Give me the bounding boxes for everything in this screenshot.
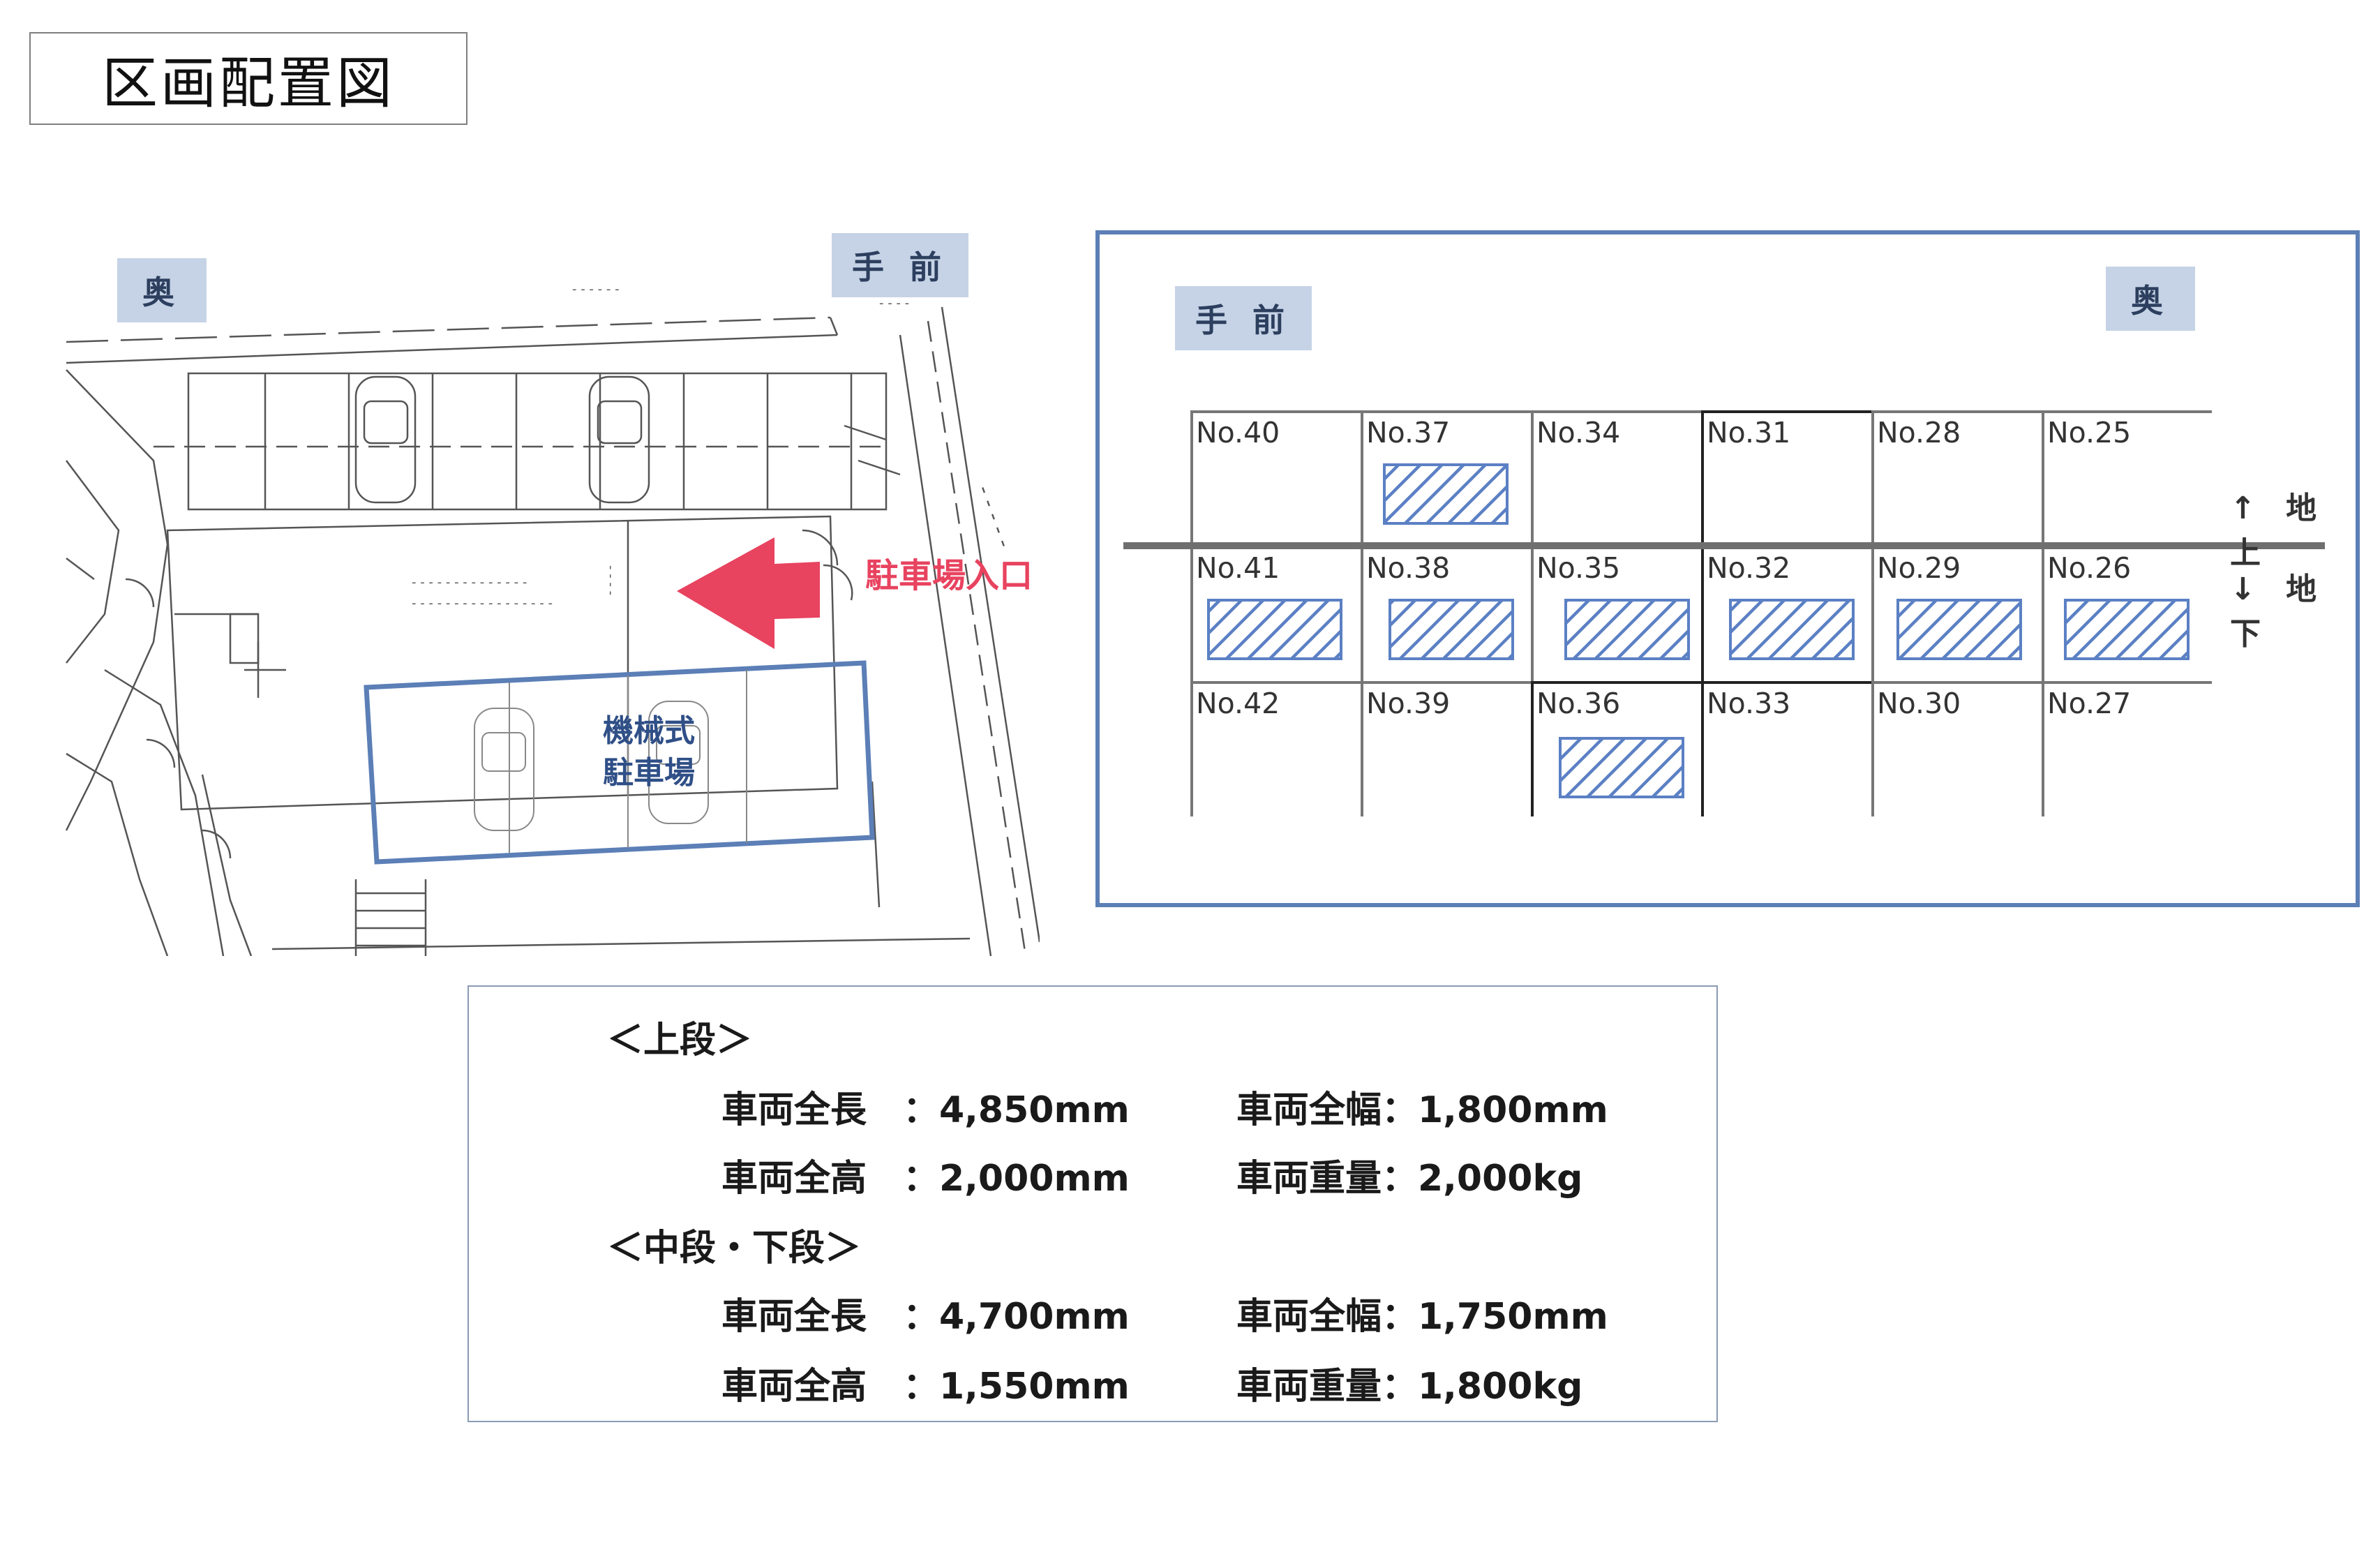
- space-grid-panel: [1095, 230, 2360, 907]
- space-label: No.33: [1707, 687, 1790, 720]
- svg-text:- - - -: - - - -: [604, 565, 618, 595]
- available-space-marker: [1729, 599, 1855, 660]
- space-cell-no40: [1190, 410, 1363, 549]
- space-label: No.31: [1707, 416, 1790, 449]
- space-label: No.28: [1877, 416, 1961, 449]
- svg-text:- - - -: - - - -: [879, 296, 909, 311]
- level-above-label: ↑ 地 上: [2230, 491, 2327, 571]
- spec-upper-height: 車両全高 ：2,000mm: [721, 1158, 1130, 1200]
- mechanical-parking-label-line1: 機械式: [603, 713, 695, 749]
- ground-level-line: [1123, 542, 2325, 549]
- available-space-marker: [1896, 599, 2022, 660]
- svg-text:- - - - - - - - - - - - - -: - - - - - - - - - - - - - -: [412, 575, 527, 590]
- space-cell-no30: [1871, 681, 2044, 816]
- available-space-marker: [1383, 463, 1509, 525]
- svg-text:- - - - - - - - - - - - - - -: - - - - - - - - - - - - - - - - -: [412, 596, 553, 611]
- entrance-label: 駐車場入口: [865, 556, 1033, 595]
- page-title: 区画配置図: [29, 32, 467, 125]
- space-cell-no39: [1361, 681, 1534, 816]
- space-cell-no28: [1871, 410, 2044, 549]
- tag-back-grid: 奥: [2106, 267, 2195, 331]
- floor-plan-sketch: - - - - - - - - - - - - - - - - - - - - …: [65, 282, 1040, 956]
- spec-lower-height: 車両全高 ：1,550mm: [721, 1366, 1130, 1408]
- space-label: No.29: [1877, 551, 1961, 585]
- space-cell-no33: [1701, 681, 1874, 816]
- vehicle-spec-box: [467, 985, 1718, 1422]
- space-label: No.36: [1536, 687, 1620, 720]
- space-label: No.40: [1196, 416, 1280, 449]
- level-below-label: ↓ 地 下: [2230, 572, 2327, 652]
- spec-lower-heading: ＜中段・下段＞: [607, 1228, 862, 1269]
- space-label: No.32: [1707, 551, 1790, 585]
- spec-lower-length: 車両全長 ：4,700mm: [721, 1296, 1130, 1338]
- space-label: No.26: [2047, 551, 2131, 585]
- space-cell-no34: [1531, 410, 1704, 549]
- space-cell-no25: [2042, 410, 2212, 549]
- space-label: No.39: [1366, 687, 1450, 720]
- spec-upper-weight: 車両重量：2,000kg: [1236, 1158, 1583, 1200]
- space-label: No.30: [1877, 687, 1961, 720]
- available-space-marker: [1564, 599, 1690, 660]
- tag-front-plan: 手 前: [832, 233, 968, 297]
- tag-front-grid: 手 前: [1175, 286, 1312, 350]
- space-cell-no42: [1190, 681, 1363, 816]
- available-space-marker: [2064, 599, 2190, 660]
- space-label: No.38: [1366, 551, 1450, 585]
- space-label: No.27: [2047, 687, 2131, 720]
- space-label: No.42: [1196, 687, 1280, 720]
- tag-back-plan: 奥: [117, 258, 207, 322]
- svg-text:- - - - - -: - - - - - -: [572, 282, 620, 297]
- spec-upper-heading: ＜上段＞: [607, 1020, 753, 1061]
- available-space-marker: [1207, 599, 1342, 660]
- space-label: No.34: [1536, 416, 1620, 449]
- space-label: No.41: [1196, 551, 1280, 585]
- space-label: No.37: [1366, 416, 1450, 449]
- spec-upper-length: 車両全長 ：4,850mm: [721, 1089, 1130, 1131]
- space-label: No.35: [1536, 551, 1620, 585]
- space-label: No.25: [2047, 416, 2131, 449]
- spec-lower-weight: 車両重量：1,800kg: [1236, 1366, 1583, 1408]
- spec-lower-width: 車両全幅：1,750mm: [1236, 1296, 1608, 1338]
- mechanical-parking-label-line2: 駐車場: [603, 755, 695, 791]
- available-space-marker: [1559, 737, 1684, 798]
- available-space-marker: [1389, 599, 1514, 660]
- mechanical-parking-label: 機械式 駐車場: [572, 710, 726, 794]
- spec-upper-width: 車両全幅：1,800mm: [1236, 1089, 1608, 1131]
- space-cell-no27: [2042, 681, 2212, 816]
